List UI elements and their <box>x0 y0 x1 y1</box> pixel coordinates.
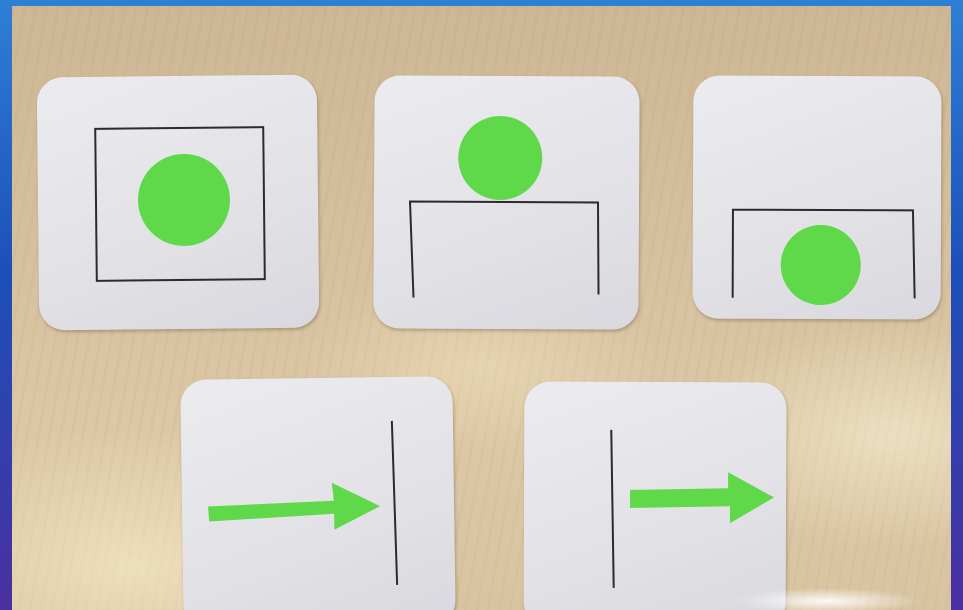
card-arrow-after-line <box>524 382 787 610</box>
green-ball <box>137 153 230 246</box>
card-3-drawing <box>693 76 942 320</box>
card-5-drawing <box>524 382 787 610</box>
card-arrow-before-line <box>180 376 455 610</box>
card-4-drawing <box>180 376 455 610</box>
card-ball-inside-box <box>37 75 320 331</box>
card-1-drawing <box>37 75 320 331</box>
light-glare <box>731 588 921 610</box>
card-ball-on-box <box>373 75 639 329</box>
green-arrow <box>630 472 774 524</box>
vertical-line <box>392 421 397 585</box>
card-2-drawing <box>373 75 639 329</box>
photo <box>12 6 951 610</box>
green-ball <box>781 225 861 305</box>
green-ball <box>458 116 542 200</box>
vertical-line <box>611 430 615 588</box>
box-outline <box>410 201 600 298</box>
green-arrow <box>208 482 381 531</box>
card-ball-under-box <box>693 76 942 320</box>
